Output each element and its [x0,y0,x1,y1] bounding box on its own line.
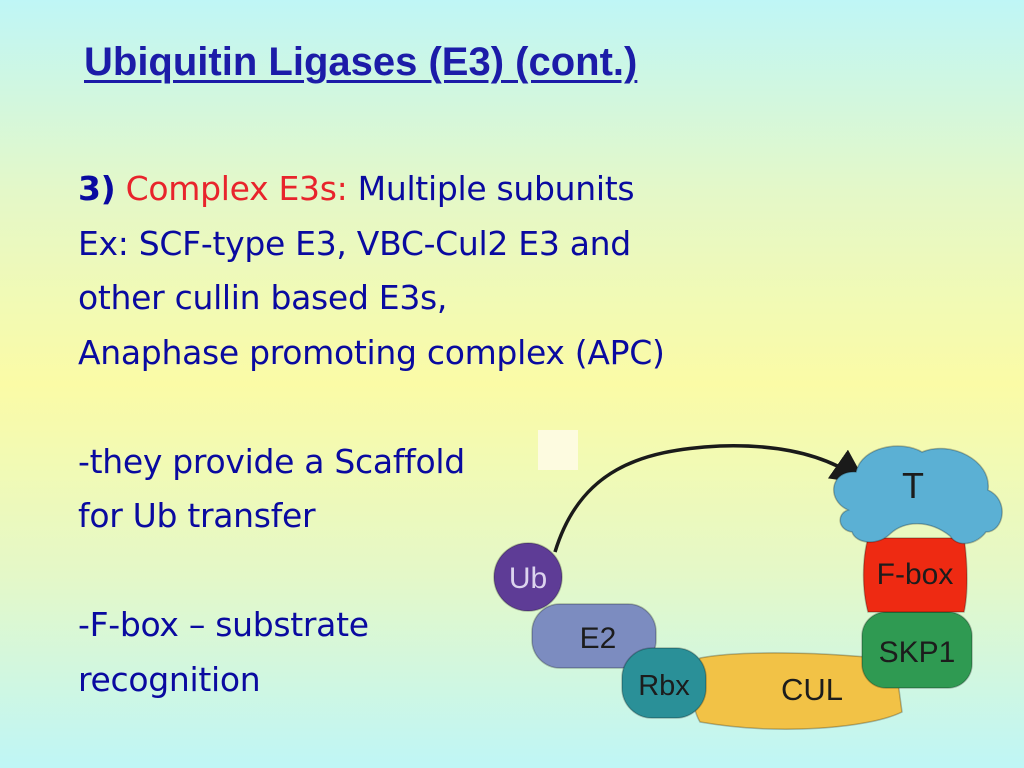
fbox-label: F-box [877,558,954,591]
e2-shape [531,603,657,669]
line-8: recognition [78,659,261,699]
line-5: -they provide a Scaffold [78,441,465,481]
line-6: for Ub transfer [78,496,316,535]
ub-shape [493,542,563,612]
target-label: T [902,465,924,506]
transfer-arrow [553,444,867,553]
line-3: other cullin based E3s, [78,278,448,317]
item-number: 3) [78,169,116,208]
ub-label: Ub [509,562,547,595]
target-shape [832,445,1003,545]
slide-body: 3) Complex E3s: Multiple subunits Ex: SC… [78,162,858,707]
line-2: Ex: SCF-type E3, VBC-Cul2 E3 and [78,223,631,263]
e2-label: E2 [580,622,617,655]
rbx-shape [621,647,707,719]
highlight-box [538,430,578,470]
cul-label: CUL [781,672,843,707]
complex-label: Complex E3s: [125,169,348,208]
page-title: Ubiquitin Ligases (E3) (cont.) [84,40,638,84]
skp1-label: SKP1 [879,636,956,669]
rbx-label: Rbx [638,670,690,702]
line-7: -F-box – substrate [78,605,369,644]
fbox-shape [862,537,968,613]
line-1-rest: Multiple subunits [357,169,635,208]
line-1: 3) Complex E3s: Multiple subunits [78,162,858,217]
line-4: Anaphase promoting complex (APC) [78,332,665,372]
